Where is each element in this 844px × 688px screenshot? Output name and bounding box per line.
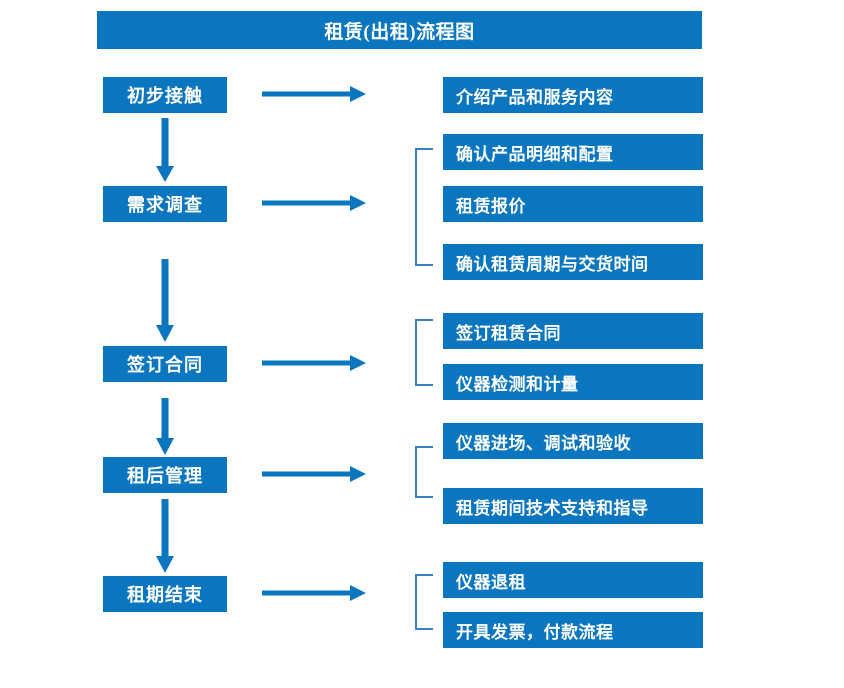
arrow-stage2-to-stage3 (156, 259, 174, 342)
arrow-stage3-to-details (262, 355, 366, 371)
bracket-group-5 (415, 574, 433, 630)
detail-box-3-1[interactable]: 签订租赁合同 (443, 313, 703, 349)
detail-box-5-1[interactable]: 仪器退租 (443, 562, 703, 598)
arrow-stage4-to-details (262, 466, 366, 482)
detail-box-3-2[interactable]: 仪器检测和计量 (443, 364, 703, 400)
arrow-stage2-to-details (262, 195, 366, 211)
flowchart-title: 租赁(出租)流程图 (97, 11, 702, 49)
detail-box-4-2[interactable]: 租赁期间技术支持和指导 (443, 488, 703, 524)
detail-box-2-1[interactable]: 确认产品明细和配置 (443, 134, 703, 170)
stage-box-5[interactable]: 租期结束 (103, 576, 227, 612)
arrow-stage3-to-stage4 (156, 398, 174, 455)
bracket-group-2 (415, 148, 433, 266)
stage-box-1[interactable]: 初步接触 (103, 77, 227, 113)
bracket-group-3 (415, 319, 433, 386)
bracket-group-4 (415, 446, 433, 498)
detail-box-1-1[interactable]: 介绍产品和服务内容 (443, 77, 703, 113)
stage-box-2[interactable]: 需求调查 (103, 186, 227, 222)
detail-box-2-2[interactable]: 租赁报价 (443, 186, 703, 222)
detail-box-5-2[interactable]: 开具发票，付款流程 (443, 612, 703, 648)
stage-box-3[interactable]: 签订合同 (103, 346, 227, 382)
arrow-stage1-to-stage2 (156, 118, 174, 182)
arrow-stage5-to-details (262, 585, 366, 601)
detail-box-2-3[interactable]: 确认租赁周期与交货时间 (443, 244, 703, 280)
arrow-stage1-to-details (262, 86, 366, 102)
arrow-stage4-to-stage5 (156, 499, 174, 573)
stage-box-4[interactable]: 租后管理 (103, 457, 227, 493)
detail-box-4-1[interactable]: 仪器进场、调试和验收 (443, 423, 703, 459)
